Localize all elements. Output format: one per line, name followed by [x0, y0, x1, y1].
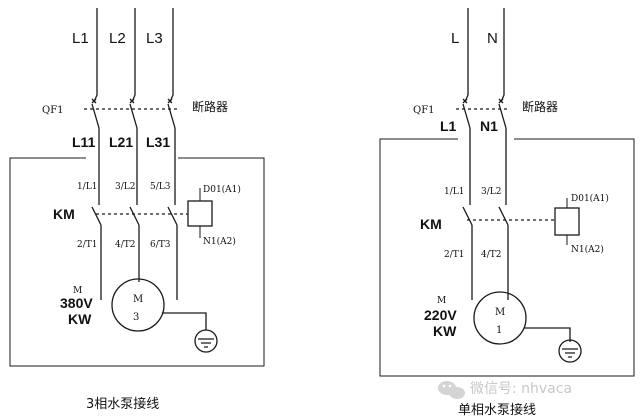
diagram-caption: 3相水泵接线	[86, 396, 159, 412]
contact-bottom-1: 2/T1	[444, 250, 465, 260]
motor-letter: M	[495, 307, 505, 318]
motor-spec-m: M	[437, 296, 446, 306]
ground-symbol	[524, 327, 582, 363]
supply-label-n: N	[487, 30, 498, 47]
breaker-id-label: QF1	[413, 105, 435, 116]
breaker-qf1	[84, 98, 180, 129]
supply-label-l3: L3	[146, 30, 163, 47]
contact-bottom-1: 2/T1	[77, 240, 98, 250]
contact-bottom-2: 4/T2	[481, 250, 502, 260]
line-label-l1: L1	[440, 118, 457, 134]
contact-top-1: 1/L1	[77, 182, 97, 192]
enclosure-frame	[9, 157, 265, 367]
wechat-icon	[438, 381, 465, 399]
motor-power: KW	[433, 323, 457, 339]
motor-conductors	[471, 225, 509, 300]
single-phase-diagram: L N QF1 断路器 L1 N1 1/L1 3/L2 KM	[379, 8, 635, 418]
supply-conductors	[93, 8, 174, 103]
motor-voltage: 380V	[60, 295, 93, 311]
motor-spec-m: M	[73, 286, 82, 296]
contactor-coil	[554, 207, 580, 236]
motor-phase: 3	[133, 312, 139, 323]
line-label-l31: L31	[146, 134, 170, 150]
enclosure-frame	[379, 138, 635, 377]
feeder-conductors	[98, 128, 176, 205]
coil-top-label: D01(A1)	[203, 184, 241, 195]
supply-label-l: L	[451, 30, 459, 47]
contactor-coil	[187, 200, 213, 227]
contactor-km	[91, 206, 188, 226]
coil-bottom-label: N1(A2)	[203, 236, 236, 247]
line-label-l11: L11	[72, 134, 96, 150]
three-phase-diagram: L1 L2 L3 QF1 断路器 L11 L21 L31	[9, 8, 265, 412]
supply-label-l2: L2	[109, 30, 126, 47]
coil-bottom-label: N1(A2)	[571, 244, 604, 255]
contact-top-1: 1/L1	[444, 187, 464, 197]
supply-conductors	[464, 8, 505, 103]
breaker-name-label: 断路器	[192, 99, 228, 114]
contactor-label: KM	[420, 216, 442, 232]
line-label-n1: N1	[480, 118, 498, 134]
coil-top-label: D01(A1)	[571, 193, 609, 204]
motor-3ph	[111, 278, 165, 332]
diagram-caption: 单相水泵接线	[458, 402, 536, 418]
contactor-label: KM	[53, 206, 75, 222]
breaker-qf1	[456, 98, 510, 129]
breaker-id-label: QF1	[42, 105, 64, 116]
contact-bottom-3: 6/T3	[150, 240, 171, 250]
contactor-km	[462, 206, 555, 226]
contact-top-2: 3/L2	[115, 182, 135, 192]
line-label-l21: L21	[109, 134, 133, 150]
motor-voltage: 220V	[424, 307, 457, 323]
motor-phase: 1	[496, 325, 502, 336]
contact-top-2: 3/L2	[481, 187, 501, 197]
motor-letter: M	[133, 294, 143, 305]
feeder-conductors	[469, 128, 507, 205]
contact-top-3: 5/L3	[150, 182, 171, 192]
breaker-name-label: 断路器	[522, 99, 558, 114]
motor-1ph	[473, 291, 527, 345]
watermark-text: 微信号: nhvaca	[470, 381, 572, 397]
wechat-watermark: 微信号: nhvaca	[438, 381, 572, 399]
contact-bottom-2: 4/T2	[115, 240, 136, 250]
motor-power: KW	[68, 311, 92, 327]
ground-symbol	[162, 312, 218, 353]
motor-conductors	[100, 225, 178, 300]
supply-label-l1: L1	[72, 30, 89, 47]
